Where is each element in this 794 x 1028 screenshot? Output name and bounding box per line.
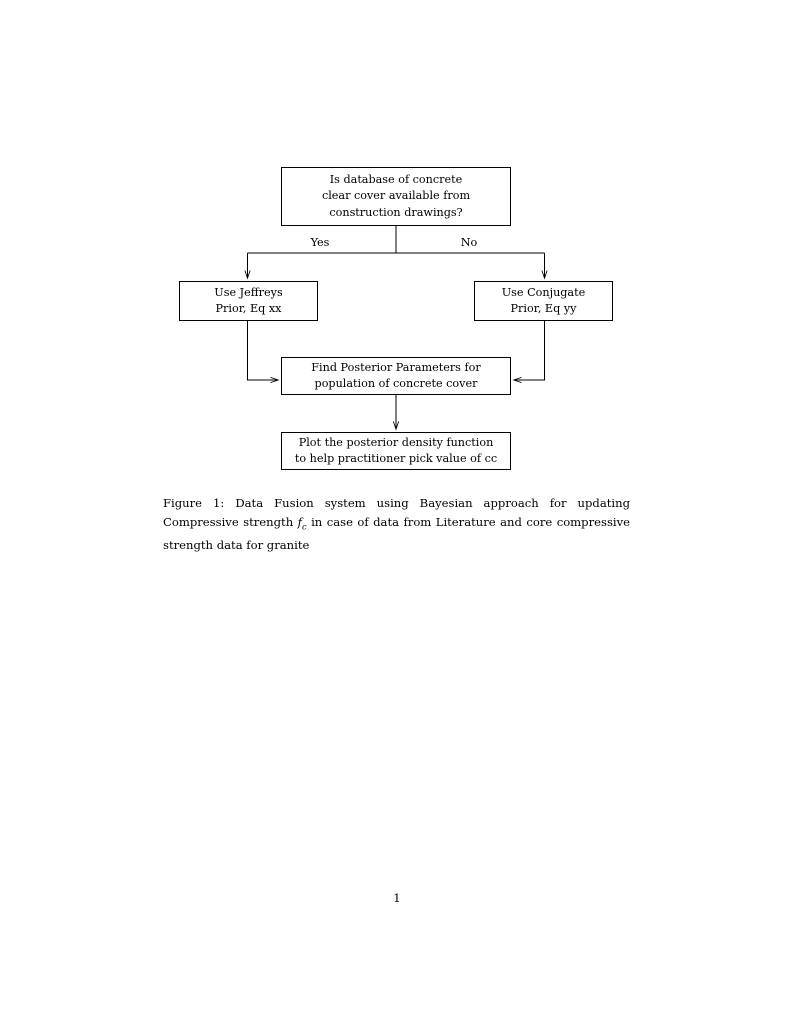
figure-caption-label: Figure 1: — [163, 496, 225, 510]
plot-posterior-density-node-line-1: Plot the posterior density function — [298, 435, 494, 449]
figure-caption-part-1: Data Fusion system using Bayesian approa… — [163, 496, 630, 529]
jeffreys-prior-node-line-2: Prior, Eq xx — [215, 302, 282, 315]
figure-caption-math-fc: fc — [297, 514, 307, 531]
edge-label-no: No — [460, 236, 478, 249]
decision-node-line-3: construction drawings? — [329, 205, 463, 219]
find-posterior-parameters-node: Find Posterior Parameters for population… — [281, 357, 511, 395]
conjugate-prior-node: Use Conjugate Prior, Eq yy — [474, 281, 613, 321]
math-subscript-c: c — [301, 520, 307, 531]
flowchart-connectors — [0, 226, 794, 490]
jeffreys-prior-node: Use Jeffreys Prior, Eq xx — [179, 281, 318, 321]
figure-caption-part-2: in case of data from Literature and core… — [163, 514, 631, 552]
conjugate-prior-node-line-1: Use Conjugate — [501, 285, 586, 299]
decision-node-line-2: clear cover available from — [321, 189, 471, 203]
find-posterior-parameters-node-line-2: population of concrete cover — [314, 377, 478, 390]
conjugate-prior-node-line-2: Prior, Eq yy — [510, 302, 577, 315]
page-number: 1 — [393, 891, 401, 905]
figure-flowchart: Is database of concrete clear cover avai… — [0, 0, 794, 490]
plot-posterior-density-node: Plot the posterior density function to h… — [281, 432, 511, 470]
jeffreys-prior-node-line-1: Use Jeffreys — [214, 285, 283, 299]
decision-node: Is database of concrete clear cover avai… — [281, 167, 511, 226]
edge-label-yes: Yes — [310, 236, 330, 249]
math-variable-f: f — [297, 514, 302, 529]
find-posterior-parameters-node-line-1: Find Posterior Parameters for — [311, 360, 481, 374]
decision-node-line-1: Is database of concrete — [329, 172, 463, 186]
plot-posterior-density-node-line-2: to help practitioner pick value of cc — [294, 452, 498, 465]
figure-caption: Figure 1: Data Fusion system using Bayes… — [163, 494, 630, 554]
